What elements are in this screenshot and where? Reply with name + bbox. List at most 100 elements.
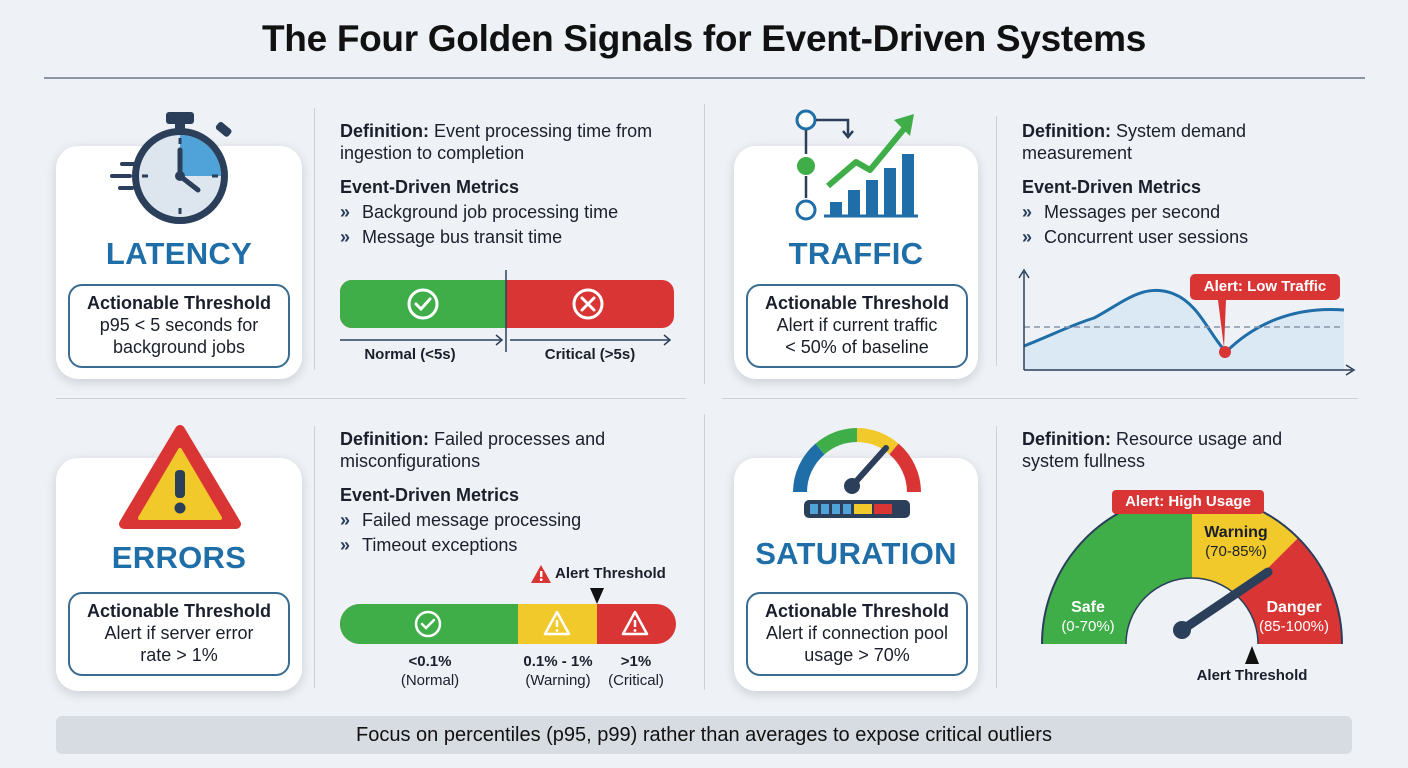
saturation-definition-label: Definition: [1022, 429, 1111, 449]
saturation-threshold-heading: Actionable Threshold [764, 601, 950, 621]
traffic-threshold-line-2: < 50% of baseline [785, 337, 929, 357]
saturation-zone-safe-name: Safe [1071, 599, 1105, 616]
saturation-zone-warning-range: (70-85%) [1205, 543, 1267, 560]
saturation-definition: Definition: Resource usage and system fu… [1022, 428, 1362, 472]
latency-inner-divider [314, 108, 315, 370]
latency-definition-label: Definition: [340, 121, 429, 141]
errors-definition-line-2: misconfigurations [340, 451, 481, 471]
gauge-icon [793, 428, 921, 518]
latency-definition: Definition: Event processing time from i… [340, 120, 680, 164]
saturation-definition-line-1: Resource usage and [1116, 429, 1283, 449]
saturation-zone-safe-range: (0-70%) [1061, 618, 1115, 635]
errors-threshold-line-1: Alert if server error [104, 623, 254, 643]
latency-metrics-heading: Event-Driven Metrics [340, 177, 520, 197]
latency-threshold-line-2: background jobs [112, 337, 246, 357]
bar-chart-trend-icon [795, 109, 918, 221]
row-divider-right [722, 398, 1358, 399]
errors-threshold-line-2: rate > 1% [140, 645, 218, 665]
latency-critical-label: Critical (>5s) [544, 346, 636, 363]
chevron-right-icon: » [1022, 227, 1033, 247]
errors-threshold-box: Actionable Threshold Alert if server err… [68, 592, 290, 676]
saturation-alert-label: Alert: High Usage [1125, 493, 1251, 510]
latency-threshold-box: Actionable Threshold p95 < 5 seconds for… [68, 284, 290, 368]
title-divider [44, 77, 1365, 79]
errors-definition-label: Definition: [340, 429, 429, 449]
latency-threshold-bar [340, 270, 674, 352]
chevron-right-icon: » [340, 202, 351, 222]
traffic-inner-divider [996, 116, 997, 366]
traffic-trend-chart [1018, 268, 1356, 376]
traffic-metric-1: » Messages per second [1022, 200, 1220, 225]
traffic-metric-2: » Concurrent user sessions [1022, 225, 1248, 250]
errors-metric-1-label: Failed message processing [362, 510, 582, 530]
latency-normal-label: Normal (<5s) [364, 346, 456, 363]
errors-range-critical: >1% (Critical) [598, 652, 674, 690]
saturation-zone-danger-name: Danger [1266, 599, 1322, 616]
errors-range-warning-status: (Warning) [525, 672, 591, 689]
traffic-definition-line-2: measurement [1022, 143, 1133, 163]
warning-triangle-icon [119, 425, 241, 529]
errors-definition-line-1: Failed processes and [434, 429, 606, 449]
latency-threshold-line-1: p95 < 5 seconds for [99, 315, 259, 335]
saturation-zone-warning-name: Warning [1204, 524, 1268, 541]
saturation-zone-warning: Warning (70-85%) [1194, 523, 1278, 561]
saturation-gauge [1041, 490, 1343, 664]
chevron-right-icon: » [1022, 202, 1033, 222]
saturation-threshold-line-2: usage > 70% [804, 645, 910, 665]
latency-metric-1: » Background job processing time [340, 200, 618, 225]
latency-metric-2-label: Message bus transit time [362, 227, 563, 247]
chevron-right-icon: » [340, 510, 351, 530]
saturation-definition-line-2: system fullness [1022, 451, 1146, 471]
errors-metric-1: » Failed message processing [340, 508, 581, 533]
errors-metric-2-label: Timeout exceptions [362, 535, 518, 555]
center-divider-top [704, 104, 705, 384]
latency-definition-line-2: ingestion to completion [340, 143, 525, 163]
errors-range-warning-value: 0.1% - 1% [523, 653, 593, 670]
stopwatch-icon [110, 112, 232, 224]
saturation-alert-threshold-label: Alert Threshold [1196, 667, 1308, 684]
traffic-definition-label: Definition: [1022, 121, 1111, 141]
errors-range-critical-value: >1% [620, 653, 652, 670]
saturation-zone-danger: Danger (85-100%) [1252, 598, 1336, 636]
errors-metrics-heading: Event-Driven Metrics [340, 485, 520, 505]
page-title: The Four Golden Signals for Event-Driven… [261, 18, 1147, 59]
row-divider-left [56, 398, 686, 399]
errors-threshold-heading: Actionable Threshold [86, 601, 272, 621]
traffic-metrics-heading: Event-Driven Metrics [1022, 177, 1202, 197]
errors-threshold-bar [340, 588, 676, 644]
footer-note: Focus on percentiles (p95, p99) rather t… [56, 716, 1352, 754]
errors-metric-2: » Timeout exceptions [340, 533, 517, 558]
traffic-threshold-box: Actionable Threshold Alert if current tr… [746, 284, 968, 368]
saturation-title: SATURATION [755, 536, 957, 571]
traffic-metric-2-label: Concurrent user sessions [1044, 227, 1249, 247]
saturation-threshold-line-1: Alert if connection pool [765, 623, 949, 643]
errors-range-normal: <0.1% (Normal) [378, 652, 482, 690]
errors-range-warning: 0.1% - 1% (Warning) [506, 652, 610, 690]
errors-range-critical-status: (Critical) [608, 672, 664, 689]
traffic-title: TRAFFIC [788, 236, 924, 271]
errors-definition: Definition: Failed processes and misconf… [340, 428, 680, 472]
center-divider-bottom [704, 414, 705, 690]
errors-title: ERRORS [111, 540, 247, 575]
saturation-threshold-box: Actionable Threshold Alert if connection… [746, 592, 968, 676]
chevron-right-icon: » [340, 227, 351, 247]
traffic-alert-label: Alert: Low Traffic [1203, 278, 1327, 295]
errors-inner-divider [314, 426, 315, 688]
saturation-zone-danger-range: (85-100%) [1258, 618, 1330, 635]
traffic-definition: Definition: System demand measurement [1022, 120, 1362, 164]
errors-alert-threshold-label: Alert Threshold [555, 565, 666, 582]
latency-threshold-heading: Actionable Threshold [86, 293, 272, 313]
traffic-threshold-line-1: Alert if current traffic [776, 315, 938, 335]
traffic-definition-line-1: System demand [1116, 121, 1247, 141]
latency-title: LATENCY [105, 236, 253, 271]
latency-metric-2: » Message bus transit time [340, 225, 562, 250]
latency-metric-1-label: Background job processing time [362, 202, 619, 222]
traffic-metric-1-label: Messages per second [1044, 202, 1221, 222]
latency-definition-line-1: Event processing time from [434, 121, 653, 141]
errors-range-normal-value: <0.1% [408, 653, 452, 670]
saturation-inner-divider [996, 426, 997, 688]
chevron-right-icon: » [340, 535, 351, 555]
traffic-threshold-heading: Actionable Threshold [764, 293, 950, 313]
errors-range-normal-status: (Normal) [400, 672, 460, 689]
errors-alert-icon [531, 565, 551, 583]
